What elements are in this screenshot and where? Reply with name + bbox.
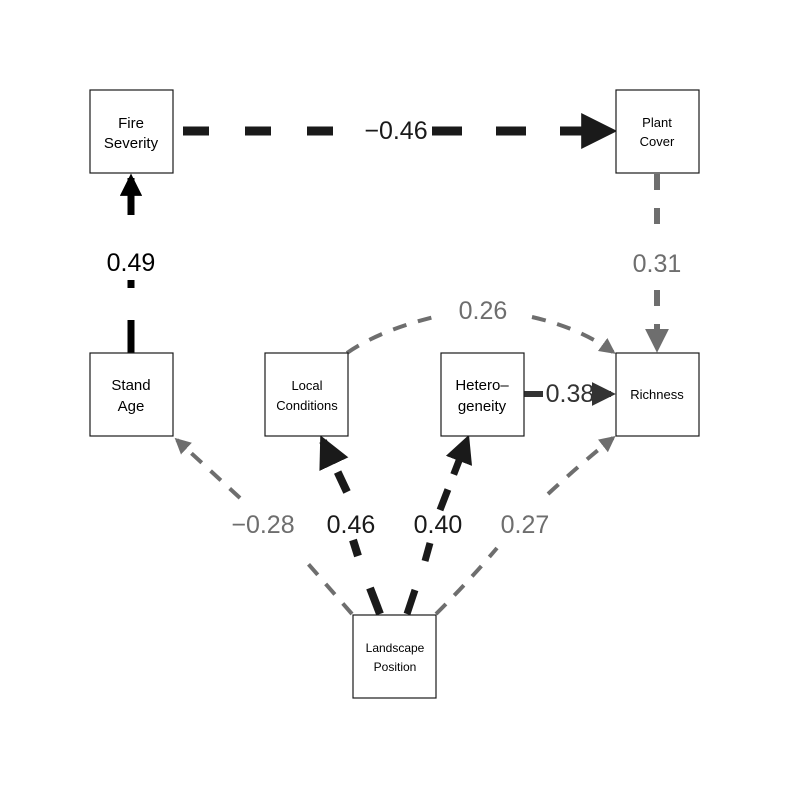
edge-label: 0.38 (546, 380, 595, 408)
node-heterogeneity: Hetero– geneity (440, 352, 525, 437)
edge-line (531, 315, 616, 354)
node-label-line: geneity (458, 398, 507, 415)
node-label-line: Stand (111, 377, 150, 394)
edge-local-conditions-to-richness: 0.26 (345, 297, 616, 355)
edge-landscape-position-to-richness: 0.27 (434, 436, 616, 616)
edge-line (403, 588, 419, 616)
node-box (615, 89, 700, 174)
node-label-line: Severity (104, 135, 159, 152)
node-box (352, 614, 437, 699)
edge-label: −0.28 (231, 511, 294, 539)
node-label-line: Richness (630, 387, 684, 402)
edge-line (436, 434, 473, 512)
edge-landscape-position-to-heterogeneity: 0.40 (403, 434, 473, 616)
edge-line (366, 586, 384, 616)
edge-landscape-position-to-stand-age: −0.28 (174, 437, 354, 616)
node-label-line: Cover (640, 134, 675, 149)
edge-line (434, 546, 499, 616)
edge-line (345, 314, 439, 355)
edge-stand-age-to-fire-severity: 0.49 (107, 173, 156, 353)
node-landscape-position: Landscape Position (352, 614, 437, 699)
edge-landscape-position-to-local-conditions: 0.46 (319, 435, 384, 616)
edge-line (319, 435, 351, 494)
node-label-line: Landscape (366, 641, 425, 655)
node-stand-age: Stand Age (89, 352, 174, 437)
node-label-line: Conditions (276, 398, 338, 413)
node-box (440, 352, 525, 437)
node-box (615, 352, 700, 437)
edge-label: 0.31 (633, 250, 682, 278)
node-label-line: Hetero– (455, 377, 509, 394)
edge-label: −0.46 (364, 117, 427, 145)
edge-label: 0.46 (327, 511, 376, 539)
node-label-line: Position (374, 660, 417, 674)
edge-line (546, 436, 616, 496)
node-richness: Richness (615, 352, 700, 437)
node-label-line: Fire (118, 115, 144, 132)
node-box (89, 89, 174, 174)
edge-line (174, 437, 242, 500)
edge-fire-severity-to-plant-cover: −0.46 (175, 113, 618, 149)
edge-heterogeneity-to-richness: 0.38 (524, 380, 616, 408)
edge-line (421, 542, 434, 562)
node-box (89, 352, 174, 437)
node-label-line: Age (118, 398, 145, 415)
node-box (264, 352, 349, 437)
node-label-line: Plant (642, 115, 672, 130)
edge-label: 0.49 (107, 249, 156, 277)
edge-label: 0.26 (459, 297, 508, 325)
edge-line (301, 556, 354, 616)
edge-label: 0.27 (501, 511, 550, 539)
edge-plant-cover-to-richness: 0.31 (633, 174, 682, 353)
edge-line (349, 538, 362, 558)
node-local-conditions: Local Conditions (264, 352, 349, 437)
node-fire-severity: Fire Severity (89, 89, 174, 174)
node-plant-cover: Plant Cover (615, 89, 700, 174)
edge-label: 0.40 (414, 511, 463, 539)
node-label-line: Local (291, 378, 322, 393)
